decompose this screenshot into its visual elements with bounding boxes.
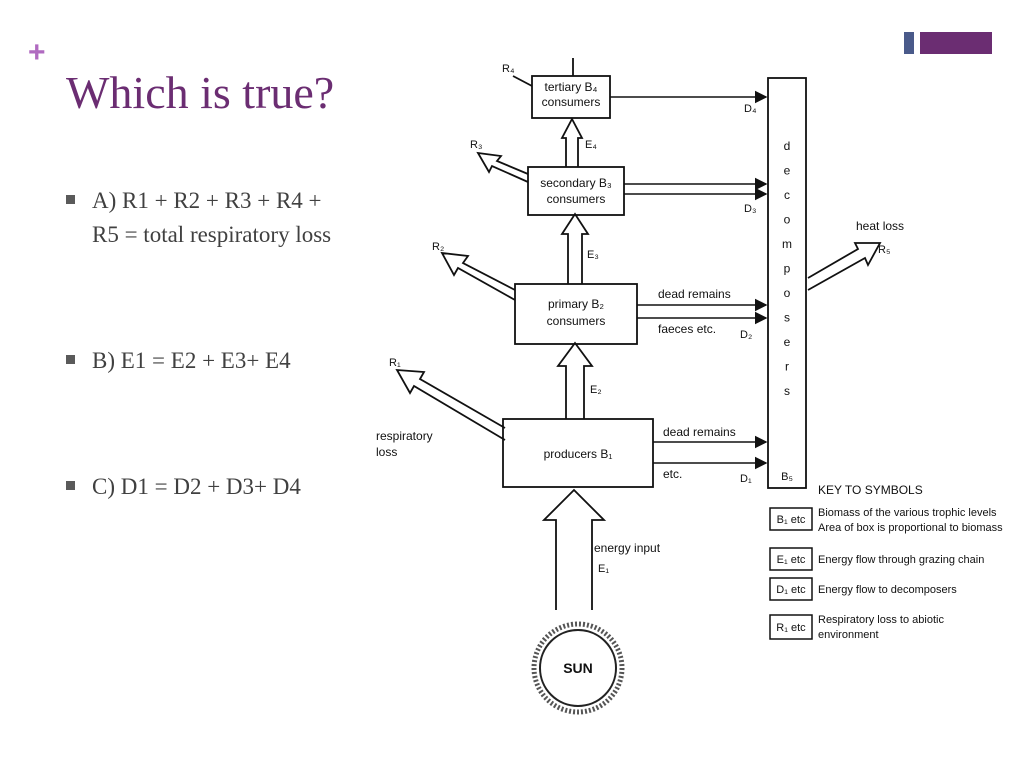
options-list: A) R1 + R2 + R3 + R4 + R5 = total respir…: [66, 184, 346, 504]
bullet-square-icon: [66, 481, 75, 490]
r4-label: R₄: [502, 63, 515, 75]
r5-heat-loss-arrow: [807, 242, 882, 291]
key-symbol-e: E₁ etc: [777, 554, 806, 566]
key-desc-b2: Area of box is proportional to biomass: [818, 522, 1003, 534]
e3-arrow: [560, 212, 590, 284]
key-symbol-r: R₁ etc: [776, 622, 806, 634]
secondary-line2: consumers: [547, 192, 606, 206]
r3-arrow: [476, 151, 529, 183]
e1-energy-input-arrow: [541, 488, 607, 610]
key-desc-e: Energy flow through grazing chain: [818, 554, 984, 566]
key-symbol-d: D₁ etc: [776, 584, 806, 596]
decomposers-letters: decomposers: [782, 139, 792, 398]
option-a: A) R1 + R2 + R3 + R4 + R5 = total respir…: [66, 184, 346, 252]
r5-label: R₅: [878, 244, 890, 256]
key-title: KEY TO SYMBOLS: [818, 483, 923, 497]
e4-label: E₄: [585, 139, 597, 151]
e4-arrow: [560, 117, 584, 167]
key-symbol-b: B₁ etc: [777, 514, 806, 526]
key-desc-b1: Biomass of the various trophic levels: [818, 507, 997, 519]
option-c: C) D1 = D2 + D3+ D4: [66, 470, 346, 504]
secondary-line1: secondary B₃: [540, 176, 612, 190]
dead-remains-primary: dead remains: [658, 287, 731, 301]
d4-label: D₄: [744, 103, 757, 115]
decomposers-letter: r: [785, 360, 789, 374]
e1-label: E₁: [598, 563, 609, 575]
decomposers-letter: p: [784, 262, 791, 276]
sun-label: SUN: [563, 660, 593, 676]
primary-line1: primary B₂: [548, 297, 604, 311]
etc-label: etc.: [663, 467, 682, 481]
bullet-square-icon: [66, 195, 75, 204]
energy-flow-diagram: tertiary B₄ consumers secondary B₃ consu…: [360, 40, 1024, 740]
decomposers-column: [767, 77, 807, 489]
decomposers-letter: o: [784, 286, 791, 300]
decomposers-letter: e: [784, 164, 791, 178]
r3-label: R₃: [470, 139, 482, 151]
key-desc-r2: environment: [818, 629, 879, 641]
faeces-label: faeces etc.: [658, 322, 716, 336]
decomposers-letter: e: [784, 335, 791, 349]
bullet-square-icon: [66, 355, 75, 364]
r2-label: R₂: [432, 241, 444, 253]
e2-arrow: [556, 341, 594, 419]
tertiary-line1: tertiary B₄: [545, 80, 598, 94]
r1-label: R₁: [389, 357, 401, 369]
respiratory-line1: respiratory: [376, 429, 433, 443]
secondary-consumers-box: [527, 166, 625, 216]
r2-arrow: [440, 251, 516, 301]
b5-label: B₅: [781, 471, 793, 483]
option-b: B) E1 = E2 + E3+ E4: [66, 344, 346, 378]
e3-label: E₃: [587, 249, 599, 261]
d1-label: D₁: [740, 473, 752, 485]
tertiary-line2: consumers: [542, 95, 601, 109]
d3-label: D₃: [744, 203, 756, 215]
decomposers-letter: c: [784, 188, 790, 202]
producers-box: [502, 418, 654, 488]
option-c-text: C) D1 = D2 + D3+ D4: [92, 474, 301, 499]
decomposers-letter: o: [784, 213, 791, 227]
dead-remains-producers: dead remains: [663, 425, 736, 439]
slide-title: Which is true?: [66, 67, 335, 118]
r1-arrow: [395, 368, 506, 441]
respiratory-line2: loss: [376, 445, 397, 459]
energy-flow-svg: tertiary B₄ consumers secondary B₃ consu…: [376, 58, 1003, 715]
e2-label: E₂: [590, 384, 602, 396]
decomposers-letter: d: [784, 139, 791, 153]
option-b-text: B) E1 = E2 + E3+ E4: [92, 348, 291, 373]
decomposers-letter: m: [782, 237, 792, 251]
option-a-text: A) R1 + R2 + R3 + R4 + R5 = total respir…: [92, 188, 332, 247]
key-desc-d: Energy flow to decomposers: [818, 584, 957, 596]
heat-loss-label: heat loss: [856, 219, 904, 233]
decomposers-letter: s: [784, 384, 790, 398]
d2-label: D₂: [740, 329, 752, 341]
plus-icon: +: [28, 36, 46, 69]
key-desc-r1: Respiratory loss to abiotic: [818, 614, 944, 626]
decorative-bar-small: [904, 32, 914, 54]
decomposers-letter: s: [784, 311, 790, 325]
energy-input-label: energy input: [594, 541, 661, 555]
primary-line2: consumers: [547, 314, 606, 328]
producers-label: producers B₁: [544, 447, 613, 461]
decorative-bar-large: [920, 32, 992, 54]
